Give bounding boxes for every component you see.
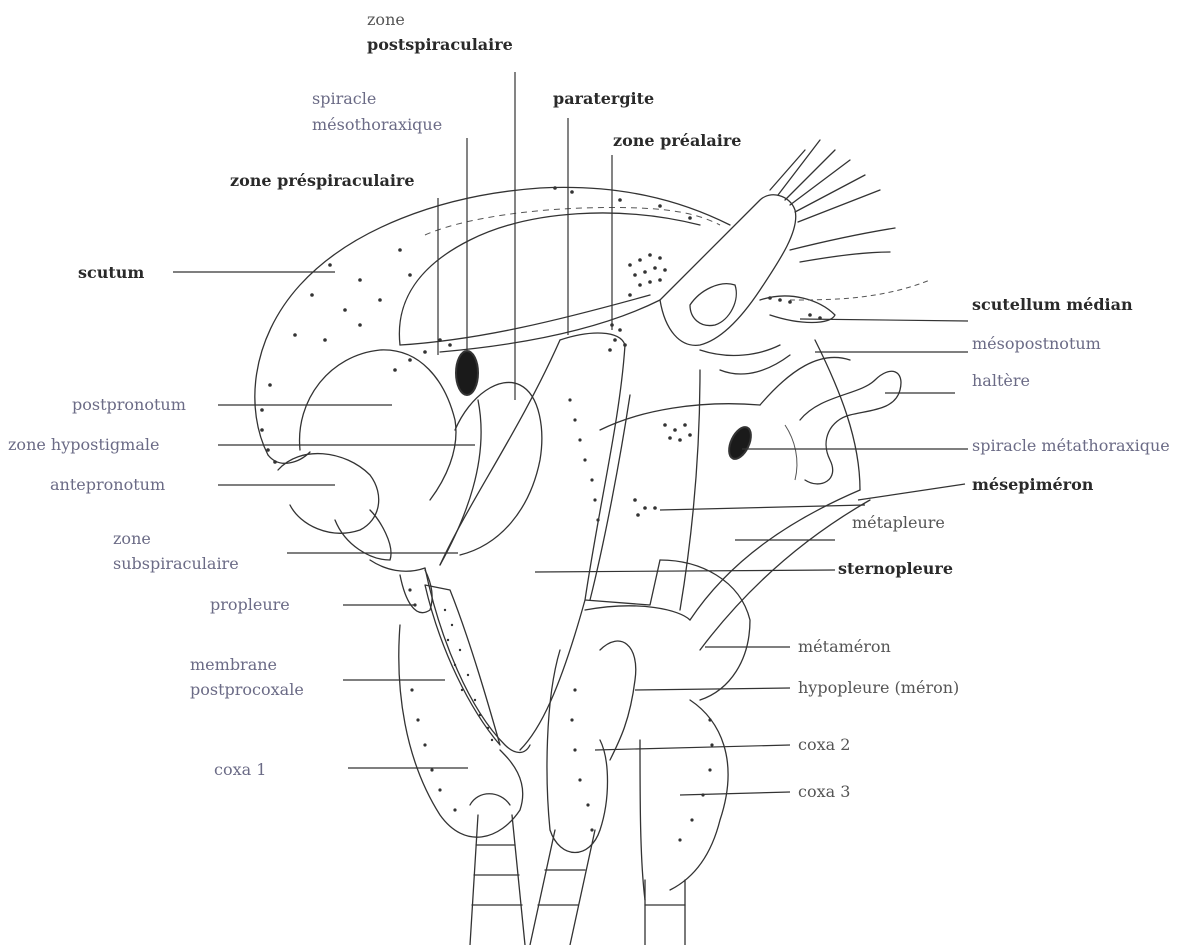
label-hypopleure: hypopleure (méron) — [798, 678, 959, 697]
label-coxa3: coxa 3 — [798, 782, 850, 801]
label-mesopostnotum: mésopostnotum — [972, 334, 1101, 353]
labels: zone postspiraculaire spiracle mésothora… — [8, 10, 1170, 801]
stipple-dots — [260, 186, 822, 841]
label-metapleure: métapleure — [852, 513, 945, 532]
label-zone-prealaire: zone préalaire — [613, 131, 741, 150]
label-membrane-line2: postprocoxale — [190, 680, 304, 699]
label-zone-subspiraculaire-line2: subspiraculaire — [113, 554, 239, 573]
label-membrane-line1: membrane — [190, 655, 277, 674]
label-mesepimeron: mésepiméron — [972, 475, 1094, 494]
thorax-outline — [255, 140, 930, 945]
label-antepronotum: antepronotum — [50, 475, 165, 494]
label-sternopleure: sternopleure — [838, 559, 953, 578]
label-zone-postspiraculaire-line2: postspiraculaire — [367, 35, 513, 54]
label-zone-prespiraculaire: zone préspiraculaire — [230, 171, 415, 190]
label-zone-subspiraculaire-line1: zone — [113, 529, 151, 548]
label-spiracle-meso-line1: spiracle — [312, 89, 376, 108]
label-coxa1: coxa 1 — [214, 760, 266, 779]
label-spiracle-metathoraxique: spiracle métathoraxique — [972, 436, 1170, 455]
label-scutum: scutum — [78, 263, 144, 282]
label-spiracle-meso-line2: mésothoraxique — [312, 115, 442, 134]
label-zone-postspiraculaire-line1: zone — [367, 10, 405, 29]
label-haltere: haltère — [972, 371, 1030, 390]
label-postpronotum: postpronotum — [72, 395, 186, 414]
label-scutellum-median: scutellum médian — [972, 295, 1133, 314]
label-metameron: métaméron — [798, 637, 891, 656]
label-zone-hypostigmale: zone hypostigmale — [8, 435, 159, 454]
label-propleure: propleure — [210, 595, 290, 614]
label-paratergite: paratergite — [553, 89, 654, 108]
label-coxa2: coxa 2 — [798, 735, 850, 754]
